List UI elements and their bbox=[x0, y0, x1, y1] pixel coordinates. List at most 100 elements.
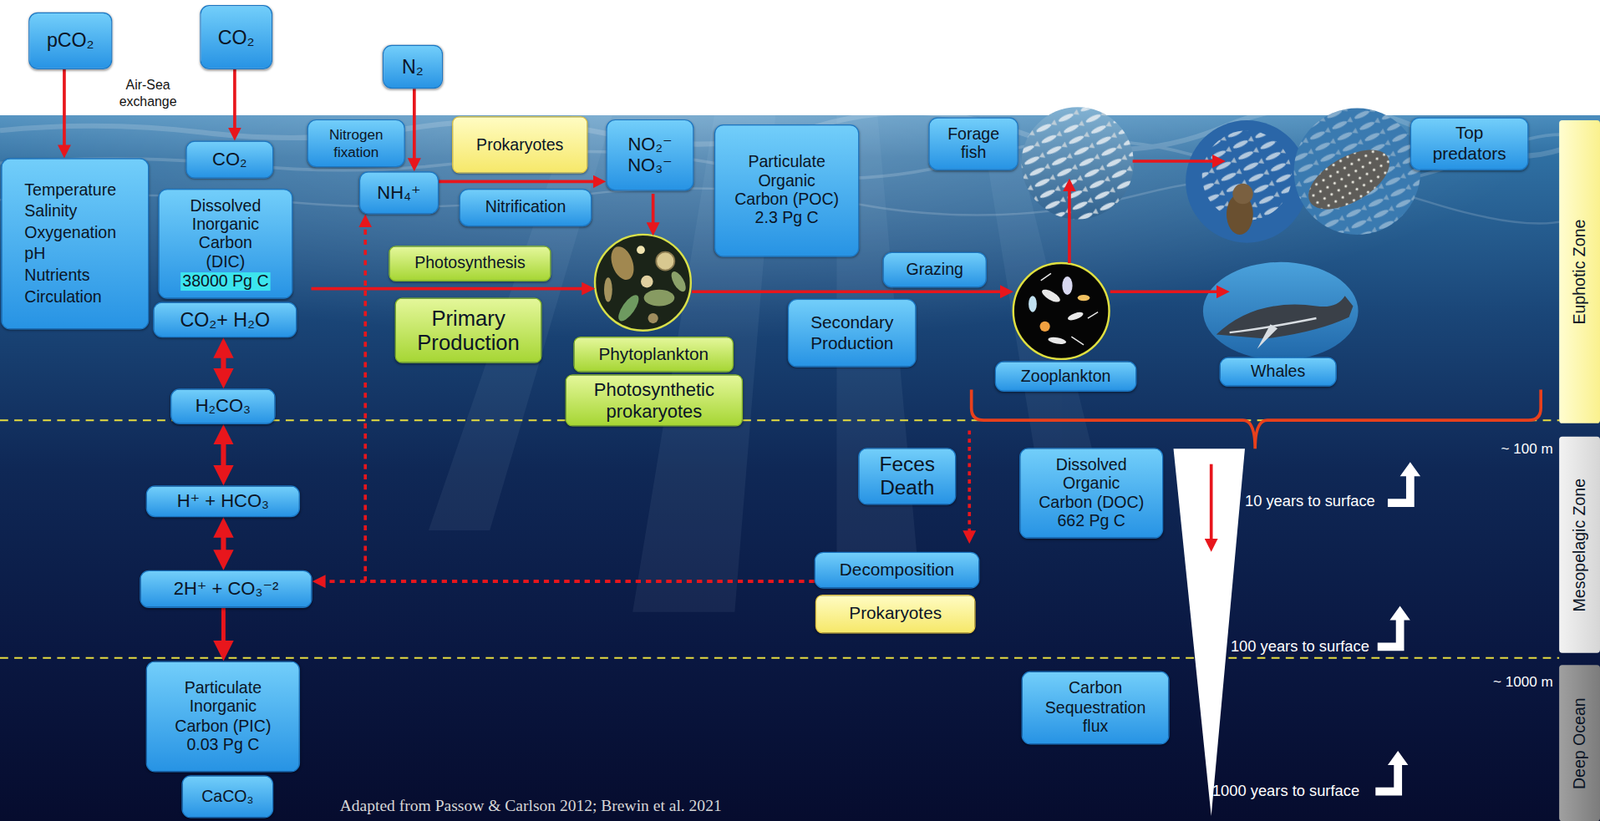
process-box: Nitrification bbox=[459, 188, 593, 227]
box-text: H⁺ + HCO₃ bbox=[152, 491, 295, 513]
box-text: Feces Death bbox=[863, 452, 950, 500]
time-label: 10 years to surface bbox=[1244, 492, 1376, 511]
box-text: Deep Ocean bbox=[1569, 697, 1589, 790]
annotation: Air-Sea exchange bbox=[111, 77, 183, 110]
prokaryote-box: Prokaryotes bbox=[452, 116, 588, 173]
flow-arrow bbox=[365, 223, 814, 583]
gas-box: pCO₂ bbox=[28, 12, 112, 70]
phytoplankton-image bbox=[594, 234, 691, 331]
euphotic-bracket bbox=[971, 390, 1541, 450]
return-arrow bbox=[1377, 605, 1411, 651]
box-text: Mesopelagic Zone bbox=[1569, 477, 1589, 612]
box-text: CO₂ bbox=[192, 149, 268, 171]
box-text: 2H⁺ + CO₃⁻² bbox=[146, 579, 307, 600]
chem-box: 2H⁺ + CO₃⁻² bbox=[139, 570, 312, 609]
sinking-arrow bbox=[1209, 464, 1214, 544]
box-text: Particulate Organic Carbon (POC) bbox=[732, 152, 841, 209]
box-text: Carbon Sequestration flux bbox=[1027, 680, 1164, 737]
process-box: Decomposition bbox=[814, 552, 981, 590]
box-text: pCO₂ bbox=[35, 30, 107, 53]
organism-box: Top predators bbox=[1410, 116, 1529, 171]
box-text: CO₂+ H₂O bbox=[159, 309, 292, 332]
process-box: Photosynthesis bbox=[388, 245, 551, 282]
box-text: Dissolved Organic Carbon (DOC) bbox=[1036, 456, 1147, 513]
process-box: Primary Production bbox=[395, 298, 543, 364]
box-text: Zooplankton bbox=[1000, 366, 1131, 386]
box-text: Photosynthesis bbox=[395, 253, 546, 273]
depth-label: ~ 1000 m bbox=[1458, 673, 1553, 691]
process-box: Carbon Sequestration flux bbox=[1021, 671, 1170, 746]
process-box: Grazing bbox=[882, 252, 987, 289]
organism-box: Whales bbox=[1219, 356, 1336, 387]
box-text: Photosynthetic prokaryotes bbox=[571, 379, 737, 422]
flow-arrow bbox=[220, 531, 226, 556]
chem-box: CaCO₃ bbox=[181, 775, 274, 818]
organism-box: Forage fish bbox=[928, 116, 1018, 171]
chem-box: H⁺ + HCO₃ bbox=[146, 485, 300, 518]
box-text: CaCO₃ bbox=[187, 787, 268, 807]
flow-arrow bbox=[62, 69, 67, 149]
flow-arrow bbox=[233, 69, 237, 132]
box-text: Decomposition bbox=[820, 560, 974, 581]
chem-box: CO₂ bbox=[185, 141, 274, 179]
box-text: Euphotic Zone bbox=[1569, 218, 1589, 325]
time-label: 1000 years to surface bbox=[1212, 782, 1360, 801]
box-text: Phytoplankton bbox=[579, 344, 728, 365]
gas-box: CO₂ bbox=[199, 5, 273, 70]
box-text: H₂CO₃ bbox=[176, 396, 270, 417]
box-text: 38000 Pg C bbox=[180, 272, 271, 291]
zone-band: Mesopelagic Zone bbox=[1559, 436, 1600, 654]
factor-box: Temperature Salinity Oxygenation pH Nutr… bbox=[0, 157, 149, 330]
box-text: Forage fish bbox=[934, 125, 1013, 163]
box-text: NH₄⁺ bbox=[365, 182, 433, 204]
process-box: Nitrogen fixation bbox=[307, 119, 406, 168]
box-text: Secondary Production bbox=[793, 313, 910, 354]
zone-boundary bbox=[0, 420, 1560, 659]
box-text: Nitrogen fixation bbox=[313, 126, 400, 160]
box-text: Grazing bbox=[888, 260, 981, 280]
box-text: N₂ bbox=[388, 55, 437, 79]
pool-box: Dissolved Organic Carbon (DOC)662 Pg C bbox=[1019, 447, 1164, 539]
flow-arrow bbox=[438, 180, 597, 184]
box-text: NO₂⁻ NO₃⁻ bbox=[612, 133, 688, 177]
box-text: Particulate Inorganic Carbon (PIC) bbox=[172, 679, 275, 736]
box-text: 662 Pg C bbox=[1025, 512, 1158, 531]
zone-band: Euphotic Zone bbox=[1559, 120, 1600, 424]
box-text: Whales bbox=[1225, 362, 1331, 381]
return-arrow bbox=[1387, 462, 1421, 508]
box-text: Nitrification bbox=[465, 198, 586, 217]
process-box: Secondary Production bbox=[787, 299, 917, 368]
return-arrow bbox=[1375, 751, 1408, 797]
whale-image bbox=[1202, 261, 1362, 364]
box-text: Prokaryotes bbox=[821, 604, 970, 625]
export-arrow bbox=[967, 430, 971, 535]
organism-box: Photosynthetic prokaryotes bbox=[565, 374, 744, 427]
zone-band: Deep Ocean bbox=[1559, 665, 1600, 821]
chem-box: CO₂+ H₂O bbox=[152, 302, 297, 339]
flow-arrow bbox=[221, 608, 226, 647]
sequestration-wedge bbox=[1173, 448, 1245, 817]
organism-box: Zooplankton bbox=[995, 360, 1138, 392]
pool-box: Particulate Inorganic Carbon (PIC)0.03 P… bbox=[146, 660, 300, 773]
chem-box: H₂CO₃ bbox=[170, 388, 276, 425]
flow-arrow bbox=[220, 438, 226, 472]
organism-box: Phytoplankton bbox=[573, 336, 734, 373]
flow-arrow bbox=[321, 579, 815, 584]
box-text: Top predators bbox=[1416, 123, 1523, 164]
box-text: Temperature Salinity Oxygenation pH Nutr… bbox=[24, 180, 143, 308]
chem-box: NH₄⁺ bbox=[359, 171, 439, 214]
time-label: 100 years to surface bbox=[1230, 637, 1370, 656]
prokaryote-box: Prokaryotes bbox=[815, 594, 976, 634]
box-text: Dissolved Inorganic Carbon (DIC) bbox=[164, 196, 288, 272]
forage-fish-image bbox=[1015, 101, 1139, 225]
surface-glow bbox=[0, 115, 1600, 524]
flow-arrow bbox=[412, 88, 417, 163]
pool-box: Particulate Organic Carbon (POC)2.3 Pg C bbox=[714, 124, 859, 258]
source-note: Adapted from Passow & Carlson 2012; Brew… bbox=[340, 796, 722, 816]
box-text: 0.03 Pg C bbox=[152, 735, 295, 754]
process-box: Feces Death bbox=[858, 447, 956, 505]
box-text: Prokaryotes bbox=[457, 135, 582, 154]
box-text: 2.3 Pg C bbox=[720, 209, 854, 229]
box-text: Primary Production bbox=[401, 305, 536, 356]
depth-label: ~ 100 m bbox=[1458, 441, 1553, 459]
